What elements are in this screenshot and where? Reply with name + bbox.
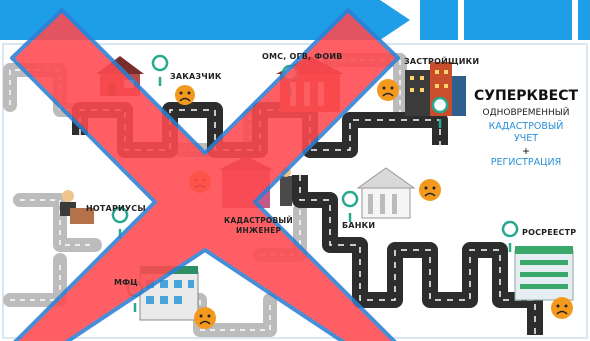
label-kadastrovy: КАДАСТРОВЫЙ [224,216,293,225]
label-notariusy: НОТАРИУСЫ [86,204,146,213]
label-zastroyshchiki: ЗАСТРОЙЩИКИ [404,57,480,66]
label-zakazchik: ЗАКАЗЧИК [170,72,222,81]
label-inzhener: ИНЖЕНЕР [236,226,282,235]
plus-icon: + [522,144,530,158]
quest-title-block: СУПЕРКВЕСТ ОДНОВРЕМЕННЫЙ КАДАСТРОВЫЙ УЧЕ… [470,88,582,169]
label-banki: БАНКИ [342,221,376,230]
quest-line-1: КАДАСТРОВЫЙ [488,121,564,132]
bank-icon [356,167,416,219]
label-oms: ОМС, ОГВ, ФОИВ [262,52,343,61]
notary-icon [60,190,94,224]
office-building-icon [514,246,574,301]
quest-subtitle: ОДНОВРЕМЕННЫЙ [482,108,570,118]
cross-icon [10,8,400,341]
quest-line-3: РЕГИСТРАЦИЯ [490,157,562,168]
label-mfc: МФЦ [114,278,138,287]
quest-title: СУПЕРКВЕСТ [473,88,579,104]
arrow-right-icon [380,0,410,40]
label-rosreestr: РОСРЕЕСТР [522,228,577,237]
quest-line-2: УЧЕТ [513,133,539,144]
